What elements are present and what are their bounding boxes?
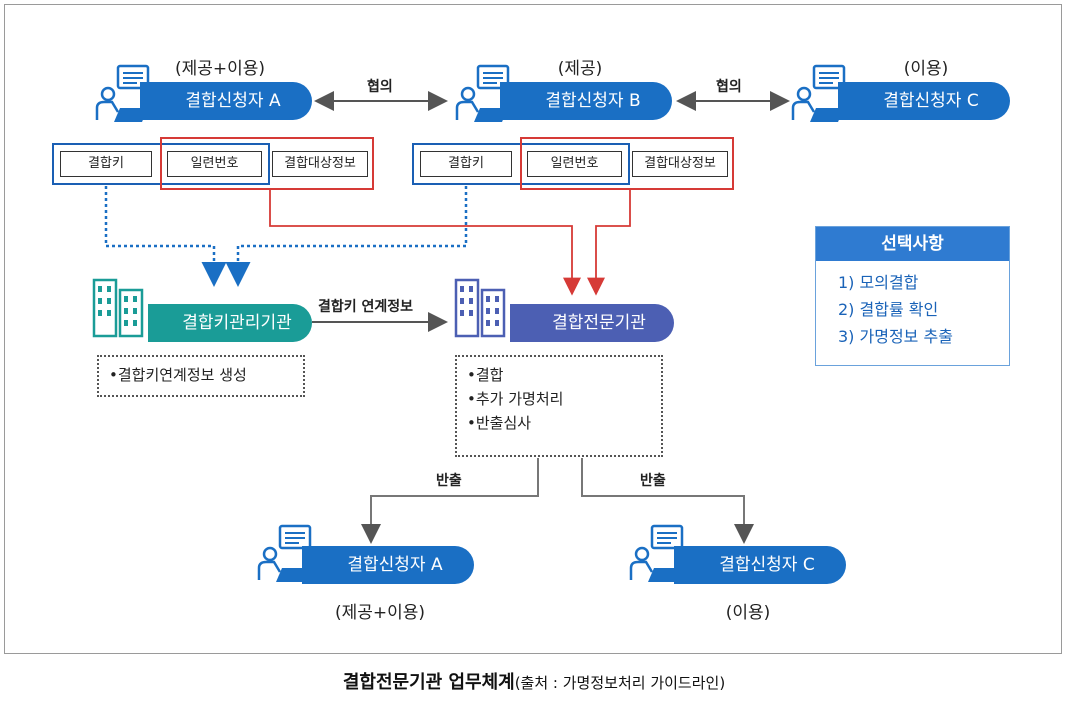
link-label: 결합키 연계정보 <box>318 299 414 315</box>
export-flow-c <box>581 458 754 544</box>
expert-task: •결합 <box>467 366 504 384</box>
caption-title: 결합전문기관 업무체계 <box>342 672 515 693</box>
chip-target-a: 결합대상정보 <box>272 151 368 177</box>
options-title: 선택사항 <box>816 227 1009 261</box>
output-applicant-a: 결합신청자 A <box>302 546 474 584</box>
key-flow-a <box>104 186 227 287</box>
building-icon <box>454 278 506 338</box>
applicant-c: 결합신청자 C <box>838 82 1010 120</box>
options-box: 선택사항 1) 모의결합 2) 결합률 확인 3) 가명정보 추출 <box>815 226 1010 366</box>
expert-task-box: •결합 •추가 가명처리 •반출심사 <box>455 355 663 457</box>
key-management-institution: 결합키관리기관 <box>148 304 312 342</box>
output-role-c: (이용) <box>725 603 771 623</box>
role-label-a: (제공+이용) <box>174 59 266 79</box>
chip-target-b: 결합대상정보 <box>632 151 728 177</box>
person-laptop-icon <box>791 64 846 122</box>
output-role-a: (제공+이용) <box>334 603 426 623</box>
export-label-c: 반출 <box>640 473 666 489</box>
role-label-b: (제공) <box>557 59 603 79</box>
chip-key-b: 결합키 <box>420 151 512 177</box>
person-laptop-icon <box>629 524 684 582</box>
key-mgmt-task: •결합키연계정보 생성 <box>109 366 247 384</box>
building-icon <box>92 278 144 338</box>
key-mgmt-task-box: •결합키연계정보 생성 <box>97 355 305 397</box>
target-flow-a <box>269 190 581 296</box>
expert-task: •반출심사 <box>467 414 532 432</box>
info-group-outline-b <box>520 137 734 190</box>
key-flow-b <box>225 186 468 287</box>
output-applicant-c: 결합신청자 C <box>674 546 846 584</box>
figure-caption: 결합전문기관 업무체계(출처 : 가명정보처리 가이드라인) <box>0 668 1068 694</box>
option-item: 1) 모의결합 <box>838 273 919 292</box>
export-flow-a <box>361 458 539 544</box>
agreement-label-ab: 협의 <box>367 79 393 95</box>
export-label-a: 반출 <box>436 473 462 489</box>
applicant-b: 결합신청자 B <box>500 82 672 120</box>
target-flow-b <box>587 190 631 296</box>
person-laptop-icon <box>257 524 312 582</box>
chip-key-a: 결합키 <box>60 151 152 177</box>
expert-institution: 결합전문기관 <box>510 304 674 342</box>
option-item: 2) 결합률 확인 <box>838 300 939 319</box>
applicant-a: 결합신청자 A <box>140 82 312 120</box>
role-label-c: (이용) <box>903 59 949 79</box>
expert-task: •추가 가명처리 <box>467 390 564 408</box>
info-group-outline-a <box>160 137 374 190</box>
chip-serial-a: 일련번호 <box>167 151 262 177</box>
chip-serial-b: 일련번호 <box>527 151 622 177</box>
option-item: 3) 가명정보 추출 <box>838 327 953 346</box>
agreement-label-bc: 협의 <box>716 79 742 95</box>
caption-source: (출처 : 가명정보처리 가이드라인) <box>514 674 726 692</box>
